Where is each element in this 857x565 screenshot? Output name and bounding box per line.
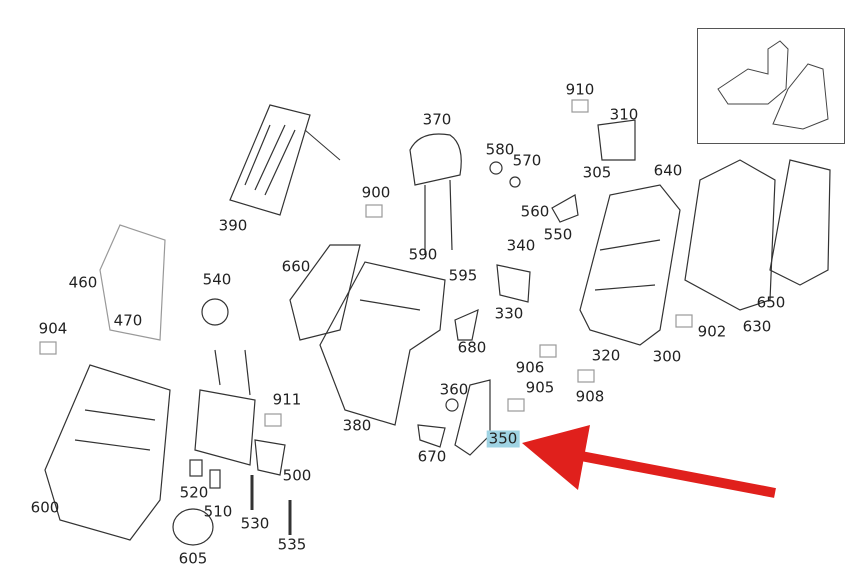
label-590: 590: [408, 245, 438, 264]
label-595: 595: [448, 266, 478, 285]
part-300: [579, 184, 681, 346]
label-300: 300: [652, 347, 682, 366]
part-350: [454, 379, 491, 456]
part-540: [201, 298, 229, 326]
label-902: 902: [697, 322, 727, 341]
label-640: 640: [653, 161, 683, 180]
label-550: 550: [543, 225, 573, 244]
label-905: 905: [525, 378, 555, 397]
red-arrow: [559, 447, 776, 498]
label-680: 680: [457, 338, 487, 357]
label-460: 460: [68, 273, 98, 292]
label-320: 320: [591, 346, 621, 365]
label-350-highlighted: 350: [486, 429, 520, 448]
label-540: 540: [202, 270, 232, 289]
part-650: [769, 159, 831, 286]
label-520: 520: [179, 483, 209, 502]
label-650: 650: [756, 293, 786, 312]
label-906: 906: [515, 358, 545, 377]
label-360: 360: [439, 380, 469, 399]
label-911: 911: [272, 390, 302, 409]
seat-overview-inset: [697, 28, 845, 144]
label-900: 900: [361, 183, 391, 202]
label-510: 510: [203, 502, 233, 521]
label-470: 470: [113, 311, 143, 330]
part-330: [496, 264, 531, 303]
label-630: 630: [742, 317, 772, 336]
part-630: [684, 159, 776, 311]
part-600: [44, 364, 171, 541]
label-910: 910: [565, 80, 595, 99]
label-310: 310: [609, 105, 639, 124]
label-340: 340: [506, 236, 536, 255]
label-580: 580: [485, 140, 515, 159]
label-660: 660: [281, 257, 311, 276]
part-605: [172, 508, 214, 546]
label-570: 570: [512, 151, 542, 170]
part-310: [597, 119, 636, 161]
part-660: [289, 244, 361, 341]
label-605: 605: [178, 549, 208, 565]
label-600: 600: [30, 498, 60, 517]
label-330: 330: [494, 304, 524, 323]
part-390: [229, 104, 311, 216]
part-460: [99, 224, 166, 341]
part-500: [194, 349, 286, 476]
label-305: 305: [582, 163, 612, 182]
label-370: 370: [422, 110, 452, 129]
part-370: [409, 133, 462, 255]
part-670: [417, 424, 446, 448]
part-380: [319, 261, 446, 426]
label-904: 904: [38, 319, 68, 338]
label-670: 670: [417, 447, 447, 466]
label-500: 500: [282, 466, 312, 485]
label-530: 530: [240, 514, 270, 533]
label-535: 535: [277, 535, 307, 554]
part-680: [454, 308, 479, 341]
label-908: 908: [575, 387, 605, 406]
red-arrowhead: [522, 425, 590, 490]
label-380: 380: [342, 416, 372, 435]
label-390: 390: [218, 216, 248, 235]
label-560: 560: [520, 202, 550, 221]
